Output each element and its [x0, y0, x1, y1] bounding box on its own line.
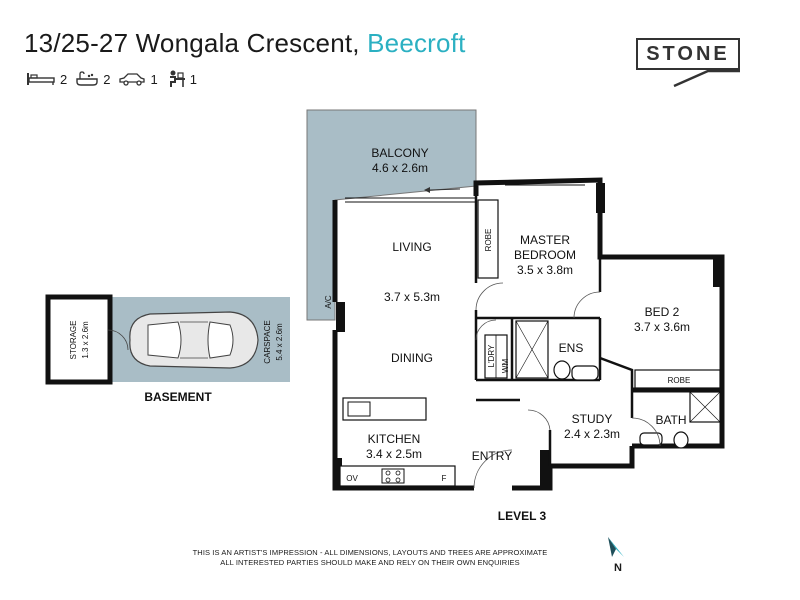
basement-title: BASEMENT	[144, 390, 212, 404]
storage-door-swing	[107, 329, 129, 351]
bedroom-count: 2	[60, 71, 68, 87]
entry-label: ENTRY	[472, 449, 512, 463]
bedrooms-feature: 2	[26, 72, 67, 87]
property-address: 13/25-27 Wongala Crescent, Beecroft	[24, 28, 466, 59]
bathrooms-feature: 2	[75, 71, 110, 87]
level-title: LEVEL 3	[498, 509, 547, 523]
north-arrow-icon	[608, 537, 624, 557]
bed-icon	[27, 73, 55, 85]
living-size: 3.7 x 5.3m	[384, 290, 440, 304]
study-size: 2.4 x 2.3m	[564, 427, 620, 441]
ensuite-toilet-icon	[553, 360, 571, 380]
balcony-label: BALCONY	[371, 146, 428, 160]
study-count: 1	[189, 71, 197, 87]
suburb-text: Beecroft	[367, 28, 466, 58]
disclaimer: THIS IS AN ARTIST'S IMPRESSION - ALL DIM…	[150, 548, 590, 568]
master-label-1: MASTER	[520, 233, 570, 247]
sink-icon	[347, 401, 371, 417]
bath-basin-icon	[639, 432, 663, 446]
balcony-area	[306, 109, 477, 321]
car-drawing	[129, 311, 259, 369]
arrow-head-icon	[424, 187, 430, 193]
robe-master	[477, 199, 499, 279]
logo-roof-icon	[673, 69, 740, 88]
storage-size: 1.3 x 2.6m	[81, 321, 90, 359]
kitchen-label: KITCHEN	[368, 432, 421, 446]
sliding-door-arrow	[429, 188, 461, 191]
bath-toilet-icon	[673, 431, 689, 449]
logo-text: STONE	[636, 38, 740, 70]
wm-label: WM	[501, 359, 510, 374]
column	[540, 450, 550, 488]
laundry-label: L'DRY	[487, 344, 496, 367]
kitchen-size: 3.4 x 2.5m	[366, 447, 422, 461]
robe-bed2-label: ROBE	[668, 376, 691, 385]
storage-label: STORAGE	[69, 321, 78, 360]
bath-label: BATH	[655, 413, 686, 427]
fridge-label: F	[442, 474, 447, 483]
study-label: STUDY	[572, 412, 613, 426]
carspace-label: CARSPACE	[263, 320, 272, 363]
carspace-count: 1	[150, 71, 158, 87]
bathroom-count: 2	[103, 71, 111, 87]
carspaces-feature: 1	[118, 71, 158, 87]
column	[596, 183, 605, 213]
stone-logo: STONE	[636, 38, 744, 88]
balcony-size: 4.6 x 2.6m	[372, 161, 428, 175]
disclaimer-line-1: THIS IS AN ARTIST'S IMPRESSION - ALL DIM…	[192, 548, 548, 557]
ac-label: A/C	[324, 295, 333, 309]
interior-walls	[474, 196, 634, 466]
carspace-size: 5.4 x 2.6m	[275, 323, 284, 361]
master-size: 3.5 x 3.8m	[517, 263, 573, 277]
column	[334, 458, 342, 488]
column	[336, 302, 345, 332]
study-feature: 1	[166, 70, 197, 88]
car-icon	[119, 73, 146, 86]
cooktop-icon	[381, 468, 405, 484]
robe-bed2	[634, 369, 721, 389]
study-icon	[169, 70, 185, 87]
bath-icon	[76, 71, 98, 86]
address-text: 13/25-27 Wongala Crescent,	[24, 28, 368, 58]
north-label: N	[614, 562, 622, 574]
storage-area	[45, 294, 113, 385]
ens-label: ENS	[559, 341, 584, 355]
disclaimer-line-2: ALL INTERESTED PARTIES SHOULD MAKE AND R…	[220, 558, 520, 567]
bed2-label: BED 2	[645, 305, 680, 319]
feature-summary: 2 2 1 1	[26, 70, 201, 88]
column	[713, 257, 722, 287]
oven-label: OV	[346, 474, 358, 483]
dining-label: DINING	[391, 351, 433, 365]
ensuite-basin-icon	[571, 365, 599, 381]
door-swings	[473, 282, 661, 489]
windows	[332, 180, 720, 455]
living-label: LIVING	[392, 240, 431, 254]
master-label-2: BEDROOM	[514, 248, 576, 262]
robe-master-label: ROBE	[484, 229, 493, 252]
bed2-size: 3.7 x 3.6m	[634, 320, 690, 334]
